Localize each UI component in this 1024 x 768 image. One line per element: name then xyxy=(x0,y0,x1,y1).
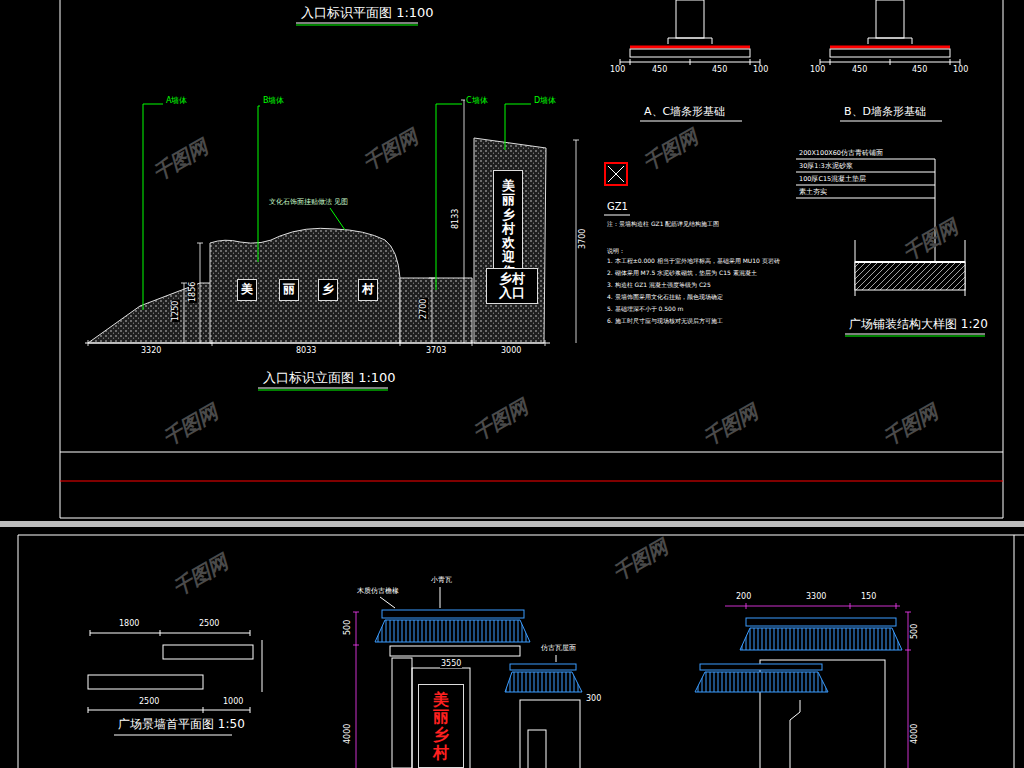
dimension: 500 xyxy=(344,619,352,636)
gate-elevation xyxy=(375,587,902,768)
sign-panel: 美丽乡村 xyxy=(418,684,464,768)
dimension: 8133 xyxy=(452,208,460,230)
watermark: 千图网 xyxy=(899,216,961,263)
sign-panel: 乡 xyxy=(318,279,338,301)
callout-label: D墙体 xyxy=(533,97,557,105)
dimension: 2500 xyxy=(138,698,160,706)
dimension: 3703 xyxy=(425,347,447,355)
watermark: 千图网 xyxy=(149,136,211,183)
dimension: 3300 xyxy=(805,593,827,601)
dimension: 1000 xyxy=(222,698,244,706)
layer-label: 30厚1:3水泥砂浆 xyxy=(798,163,854,170)
dimension: 100 xyxy=(752,66,769,74)
dimension: 1856 xyxy=(189,281,197,303)
column-tag: GZ1 xyxy=(606,202,629,212)
sign-panel: 美 xyxy=(237,279,257,301)
dimension: 450 xyxy=(851,66,868,74)
note-text: 5. 基础埋深不小于 0.500 m xyxy=(606,306,684,312)
paving-detail xyxy=(796,159,985,336)
section-title: B、D墙条形基础 xyxy=(843,106,927,117)
watermark: 千图网 xyxy=(609,536,671,583)
panel-text: 美丽乡村 xyxy=(433,691,449,761)
watermark: 千图网 xyxy=(639,126,701,173)
dimension: 3000 xyxy=(500,347,522,355)
panel-text: 村 xyxy=(362,283,374,296)
panel-text: 美 xyxy=(241,283,253,296)
layer-label: 100厚C15混凝土垫层 xyxy=(798,176,867,183)
panel-text: 美丽乡村欢迎您 xyxy=(502,179,515,279)
dimension: 450 xyxy=(711,66,728,74)
callout-label: 文化石饰面挂贴做法 见图 xyxy=(268,199,349,206)
leader-lines xyxy=(143,104,531,310)
callout-label: 木质仿古檐椽 xyxy=(356,588,400,595)
note-text: 说明： xyxy=(606,248,626,254)
note-text: 注：景墙构造柱 GZ1 配筋详见结构施工图 xyxy=(606,221,720,227)
note-text: 1. 本工程±0.000 相当于室外地坪标高，基础采用 MU10 页岩砖 xyxy=(606,258,781,264)
dimension: 200 xyxy=(735,593,752,601)
panel-text: 丽 xyxy=(283,283,295,296)
drawing-title: 入口标识立面图 1:100 xyxy=(262,371,397,384)
dimension: 300 xyxy=(585,695,602,703)
note-text: 4. 景墙饰面采用文化石挂贴，颜色现场确定 xyxy=(606,294,724,300)
column-symbol xyxy=(604,163,630,215)
drawing-title: 广场景墙首平面图 1:50 xyxy=(117,718,246,730)
callout-label: 仿古瓦屋面 xyxy=(540,645,577,652)
dimension: 4000 xyxy=(344,723,352,745)
dimension: 100 xyxy=(952,66,969,74)
dimension: 2500 xyxy=(198,620,220,628)
dimension: 450 xyxy=(911,66,928,74)
drawing-title: 入口标识平面图 1:100 xyxy=(300,6,435,19)
watermark: 千图网 xyxy=(699,401,761,448)
watermark: 千图网 xyxy=(359,126,421,173)
dimension-lines xyxy=(88,100,579,346)
watermark: 千图网 xyxy=(879,401,941,448)
dimension: 1250 xyxy=(172,300,180,322)
sign-panel: 丽 xyxy=(279,279,299,301)
dimension: 3700 xyxy=(579,228,587,250)
dimension: 3320 xyxy=(140,347,162,355)
dimension: 100 xyxy=(609,66,626,74)
panel-text: 乡村入口 xyxy=(499,272,525,301)
watermark: 千图网 xyxy=(159,401,221,448)
callout-label: A墙体 xyxy=(165,97,188,105)
dimension: 500 xyxy=(911,623,919,640)
note-text: 3. 构造柱 GZ1 混凝土强度等级为 C25 xyxy=(606,282,712,288)
sign-panel: 乡村入口 xyxy=(486,268,538,304)
dimension: 3550 xyxy=(440,660,462,668)
callout-label: 小青瓦 xyxy=(430,577,453,584)
note-text: 2. 砌体采用 M7.5 水泥砂浆砌筑，垫层为 C15 素混凝土 xyxy=(606,270,758,276)
wall-plan xyxy=(88,630,262,735)
watermark: 千图网 xyxy=(469,396,531,443)
callout-label: C墙体 xyxy=(465,97,489,105)
dimension: 450 xyxy=(651,66,668,74)
elevation-dimensions xyxy=(353,603,911,768)
watermark: 千图网 xyxy=(169,551,231,598)
dimension: 8033 xyxy=(295,347,317,355)
drawing-title: 广场铺装结构大样图 1:20 xyxy=(848,318,989,330)
dimension: 4000 xyxy=(911,723,919,745)
note-text: 6. 施工时尺寸应与现场核对无误后方可施工 xyxy=(606,318,724,324)
dimension: 100 xyxy=(809,66,826,74)
panel-text: 乡 xyxy=(322,283,334,296)
callout-label: B墙体 xyxy=(262,97,286,105)
layer-label: 200X100X60仿古青砖铺面 xyxy=(798,150,884,157)
sign-panel: 村 xyxy=(358,279,378,301)
layer-label: 素土夯实 xyxy=(798,189,828,196)
dimension: 2700 xyxy=(420,298,428,320)
section-title: A、C墙条形基础 xyxy=(643,106,726,117)
dimension: 1800 xyxy=(118,620,140,628)
dimension: 150 xyxy=(860,593,877,601)
strip-foundation-sections xyxy=(620,0,960,121)
